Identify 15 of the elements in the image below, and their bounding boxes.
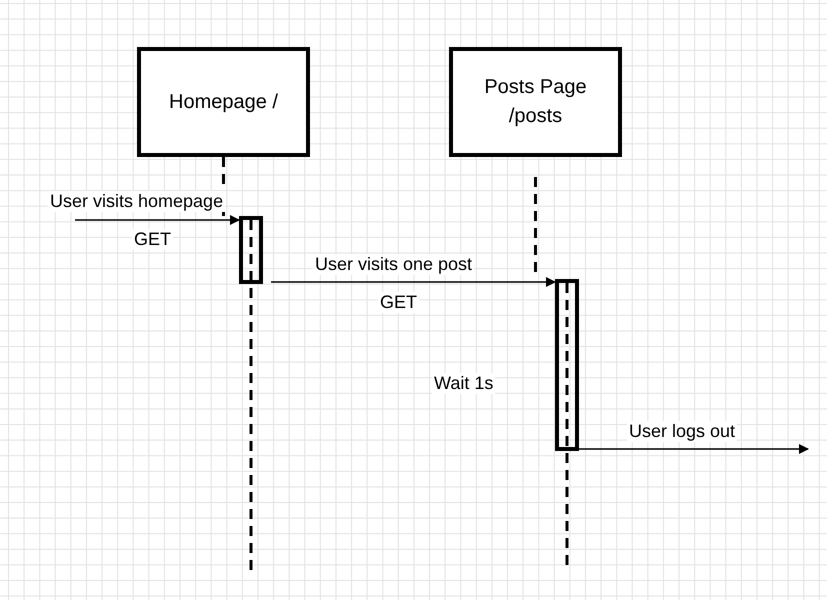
activation-bar: [555, 279, 579, 451]
http-method-label: GET: [132, 229, 174, 250]
lifeline-box: [449, 47, 622, 157]
message-arrow: [271, 277, 556, 287]
http-method-label: GET: [378, 292, 420, 313]
message-arrow: [75, 215, 240, 225]
activation-bar: [239, 216, 263, 284]
lifeline-box: [137, 47, 310, 157]
lifeline-title: Posts Page /posts: [483, 75, 588, 129]
lifeline-title: Homepage /: [168, 90, 278, 114]
note-text: Wait 1s: [432, 373, 496, 394]
edge-label: User visits one post: [313, 254, 474, 275]
edge-label: User visits homepage: [48, 191, 226, 212]
message-arrow: [579, 444, 809, 454]
edge-label: User logs out: [627, 421, 738, 442]
